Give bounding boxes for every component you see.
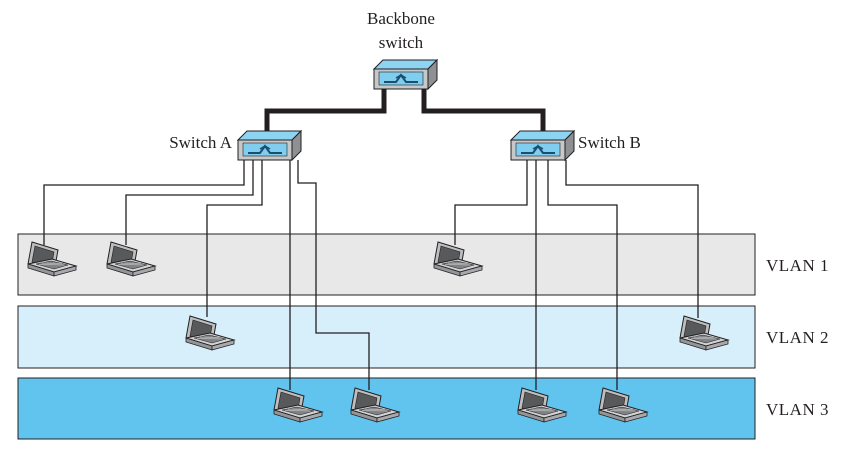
switch-b-network-switch-icon xyxy=(510,130,575,161)
switch-a-network-switch-icon xyxy=(237,130,302,161)
vlan-2-band xyxy=(17,305,756,369)
link-a-laptop-2 xyxy=(125,160,254,245)
backbone-link-b xyxy=(421,87,546,133)
link-a-laptop-1 xyxy=(43,160,245,245)
vlan-1-label: VLAN 1 xyxy=(766,256,829,275)
link-a-laptop-5 xyxy=(297,160,370,390)
switch-a-label: Switch A xyxy=(169,133,233,152)
backbone-link-a xyxy=(264,87,387,133)
link-b-laptop-9 xyxy=(565,160,699,318)
switch-b-label: Switch B xyxy=(578,133,641,152)
link-a-laptop-3 xyxy=(206,160,263,317)
backbone-network-switch-icon xyxy=(373,59,438,90)
backbone-label-line1: Backbone xyxy=(367,9,435,28)
link-b-laptop-8 xyxy=(547,160,618,390)
backbone-label-line2: switch xyxy=(379,33,424,52)
link-b-laptop-6 xyxy=(454,160,528,245)
vlan-2-label: VLAN 2 xyxy=(766,328,829,347)
vlan-3-label: VLAN 3 xyxy=(766,400,829,419)
